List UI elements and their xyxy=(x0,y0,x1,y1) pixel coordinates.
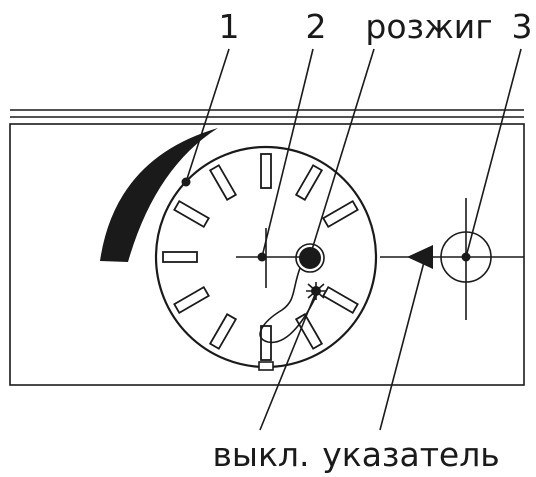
leader-line-pointer xyxy=(379,261,425,431)
label-pointer: указатель xyxy=(322,435,500,474)
label-1: 1 xyxy=(219,7,240,46)
dial-tick-6 xyxy=(208,313,238,350)
dial-tick-2 xyxy=(322,199,359,229)
dial-tick-8 xyxy=(162,251,198,263)
label-off: выкл. xyxy=(212,435,309,474)
leader-line-off xyxy=(259,291,317,431)
ignition-dot xyxy=(299,247,321,269)
ignition-ring xyxy=(295,243,325,273)
leader-dot-1 xyxy=(181,177,191,187)
pointer-arrow-icon xyxy=(407,245,433,269)
panel-housing xyxy=(9,109,525,386)
dial-tick-10 xyxy=(208,164,238,201)
leader-lines xyxy=(181,48,522,431)
label-3: 3 xyxy=(512,7,533,46)
label-ignition: розжиг xyxy=(365,7,492,46)
leader-line-1 xyxy=(185,48,230,183)
spark-icon xyxy=(306,282,326,300)
dial-tick-7 xyxy=(173,285,210,315)
sensor-target xyxy=(380,198,524,320)
dial-tick-9 xyxy=(173,199,210,229)
dial-tick-3 xyxy=(322,285,359,315)
dial-tick-marks xyxy=(162,153,359,371)
control-dial xyxy=(154,145,378,371)
dial-slot-outline xyxy=(259,267,319,344)
power-scale-arc xyxy=(100,128,218,262)
dial-tick-0 xyxy=(260,153,272,189)
label-2: 2 xyxy=(306,7,327,46)
dial-tick-1 xyxy=(294,164,324,201)
dial-bottom-notch xyxy=(258,361,274,371)
leader-line-3 xyxy=(465,48,522,258)
leader-line-2 xyxy=(261,48,314,258)
leader-line-ignition xyxy=(309,48,375,257)
dial-tick-4 xyxy=(294,313,324,350)
panel-frame xyxy=(9,123,525,386)
